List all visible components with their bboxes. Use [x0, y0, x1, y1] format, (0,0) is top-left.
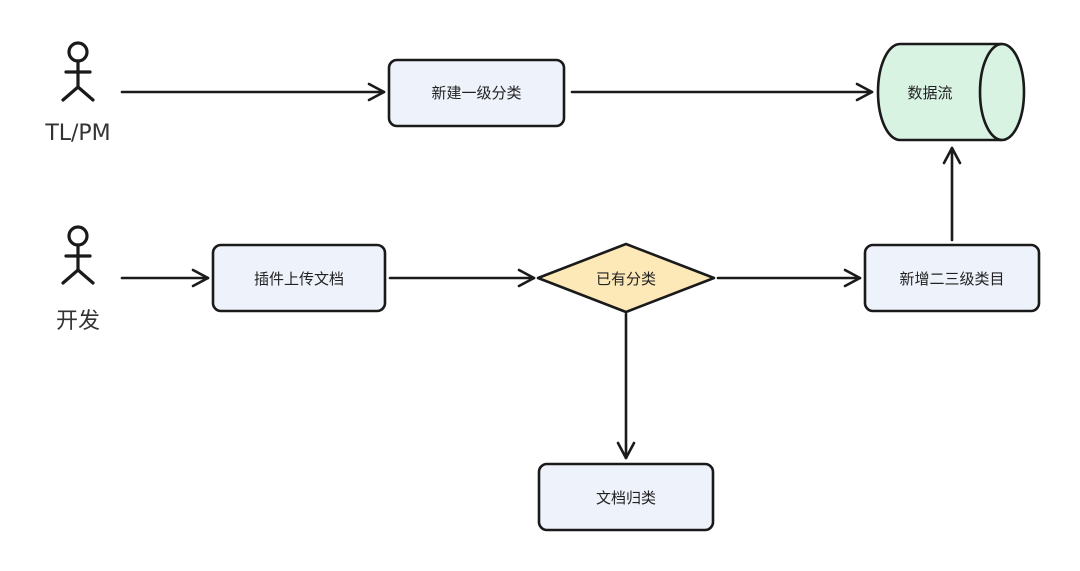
node-add-level23: 新增二三级类目 — [863, 243, 1041, 313]
node-plugin-upload: 插件上传文档 — [211, 243, 387, 313]
node-data-flow: 数据流 — [876, 42, 1026, 142]
node-label-plugin-upload: 插件上传文档 — [254, 270, 344, 288]
node-has-category: 已有分类 — [536, 242, 716, 314]
person-icon — [61, 41, 95, 102]
actor-label-dev: 开发 — [56, 309, 100, 334]
node-label-has-category: 已有分类 — [596, 270, 656, 288]
node-label-doc-classify: 文档归类 — [596, 489, 656, 507]
actor-dev: 开发 — [56, 225, 100, 334]
node-doc-classify: 文档归类 — [537, 462, 715, 532]
actor-label-tl-pm: TL/PM — [44, 121, 110, 146]
person-icon — [61, 225, 95, 285]
node-label-data-flow: 数据流 — [907, 84, 952, 102]
actor-tl-pm: TL/PM — [44, 41, 111, 146]
node-label-create-level1: 新建一级分类 — [431, 84, 521, 102]
connectors — [120, 82, 962, 460]
node-create-level1: 新建一级分类 — [387, 58, 566, 128]
node-label-add-level23: 新增二三级类目 — [899, 270, 1004, 288]
